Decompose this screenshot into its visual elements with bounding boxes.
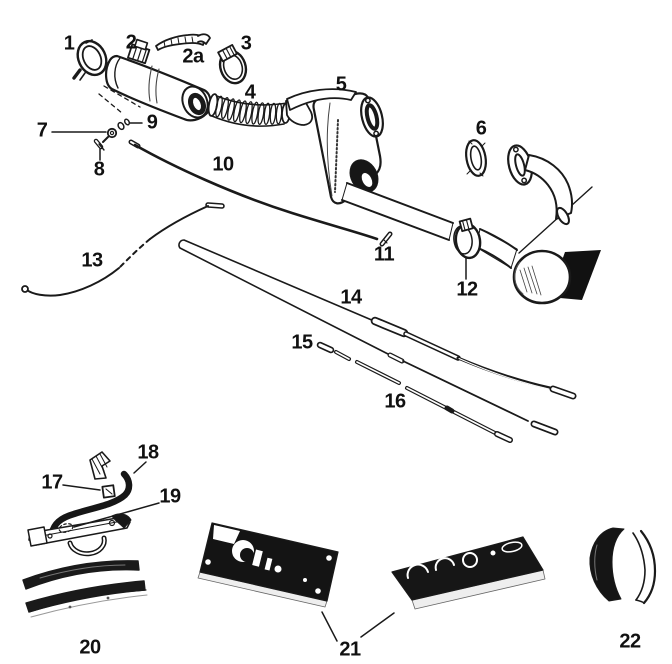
part-label-5: 5 (335, 73, 347, 96)
part-label-1: 1 (63, 32, 75, 55)
part-label-11: 11 (373, 243, 395, 266)
part-13-cable-drawing (21, 202, 225, 297)
part-label-7: 7 (36, 119, 48, 142)
part-12-clamp-drawing (453, 217, 482, 260)
part-label-17: 17 (41, 471, 63, 494)
part-label-2a: 2a (182, 45, 204, 68)
part-19-lever-drawing (27, 513, 132, 557)
part-22-clip-drawing (589, 527, 657, 605)
part-7-eyelet-drawing (102, 127, 118, 143)
leader-lines (51, 122, 467, 642)
part-label-14: 14 (340, 286, 362, 309)
part-1-clamp-drawing (72, 39, 108, 81)
part-label-20: 20 (79, 636, 101, 659)
part-15-connector-drawing (316, 341, 351, 361)
part-9-washers-drawing (117, 118, 130, 131)
part-3-clamp-drawing (217, 44, 248, 85)
part-2-air-cleaner-drawing (98, 38, 212, 122)
part-14-rod-drawing (178, 239, 577, 436)
part-6-gasket-drawing (465, 139, 487, 177)
part-label-10: 10 (212, 153, 234, 176)
part-2a-strap-drawing (155, 33, 211, 51)
part-21-plates-drawing (197, 522, 546, 610)
part-10-cable-drawing (128, 139, 379, 241)
part-label-12: 12 (456, 278, 478, 301)
part-5-muffler-drawing (285, 88, 601, 305)
part-label-3: 3 (240, 32, 252, 55)
part-17-block-drawing (101, 484, 116, 499)
part-label-13: 13 (81, 249, 103, 272)
part-label-22: 22 (619, 630, 641, 653)
part-label-4: 4 (244, 81, 256, 104)
part-16-rod-drawing (355, 360, 513, 443)
part-17-18-19-lever-assembly-drawing (27, 451, 133, 557)
part-label-21: 21 (339, 638, 361, 661)
part-label-19: 19 (159, 485, 181, 508)
part-11-pin-drawing (379, 231, 393, 247)
part-label-6: 6 (475, 117, 487, 140)
part-label-16: 16 (384, 390, 406, 413)
part-label-9: 9 (146, 111, 158, 134)
part-18-tube-drawing (48, 470, 133, 537)
part-20-rails-drawing (22, 560, 148, 618)
part-label-15: 15 (291, 331, 313, 354)
part-label-18: 18 (137, 441, 159, 464)
part-8-bolt-drawing (93, 138, 105, 151)
part-label-8: 8 (93, 158, 105, 181)
part-label-2: 2 (125, 31, 137, 54)
